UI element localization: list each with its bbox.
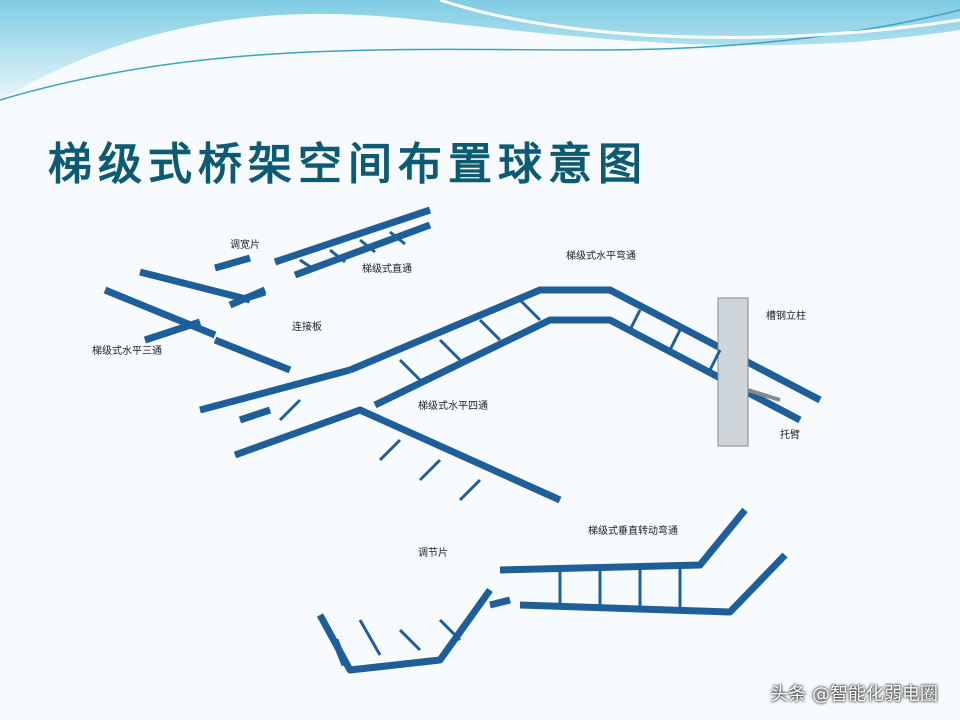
label-column: 槽钢立柱 bbox=[766, 311, 806, 322]
label-tee: 梯级式水平三通 bbox=[92, 346, 162, 357]
label-adjust-plate: 调宽片 bbox=[230, 240, 260, 251]
cable-tray-diagram bbox=[103, 206, 822, 674]
header-wave bbox=[0, 0, 960, 100]
label-arm: 托臂 bbox=[780, 430, 800, 441]
label-connector: 连接板 bbox=[292, 322, 322, 333]
tray-rungs bbox=[278, 230, 722, 656]
label-adjust-piece: 调节片 bbox=[418, 548, 448, 559]
label-cross: 梯级式水平四通 bbox=[418, 401, 488, 412]
label-elbow: 梯级式水平弯通 bbox=[566, 251, 636, 262]
slide-title: 梯级式桥架空间布置球意图 bbox=[48, 139, 648, 190]
label-vertical-elbow: 梯级式垂直转动弯通 bbox=[588, 526, 678, 537]
label-straight: 梯级式直通 bbox=[362, 264, 412, 275]
watermark: 头条 @智能化弱电圈 bbox=[770, 684, 938, 705]
